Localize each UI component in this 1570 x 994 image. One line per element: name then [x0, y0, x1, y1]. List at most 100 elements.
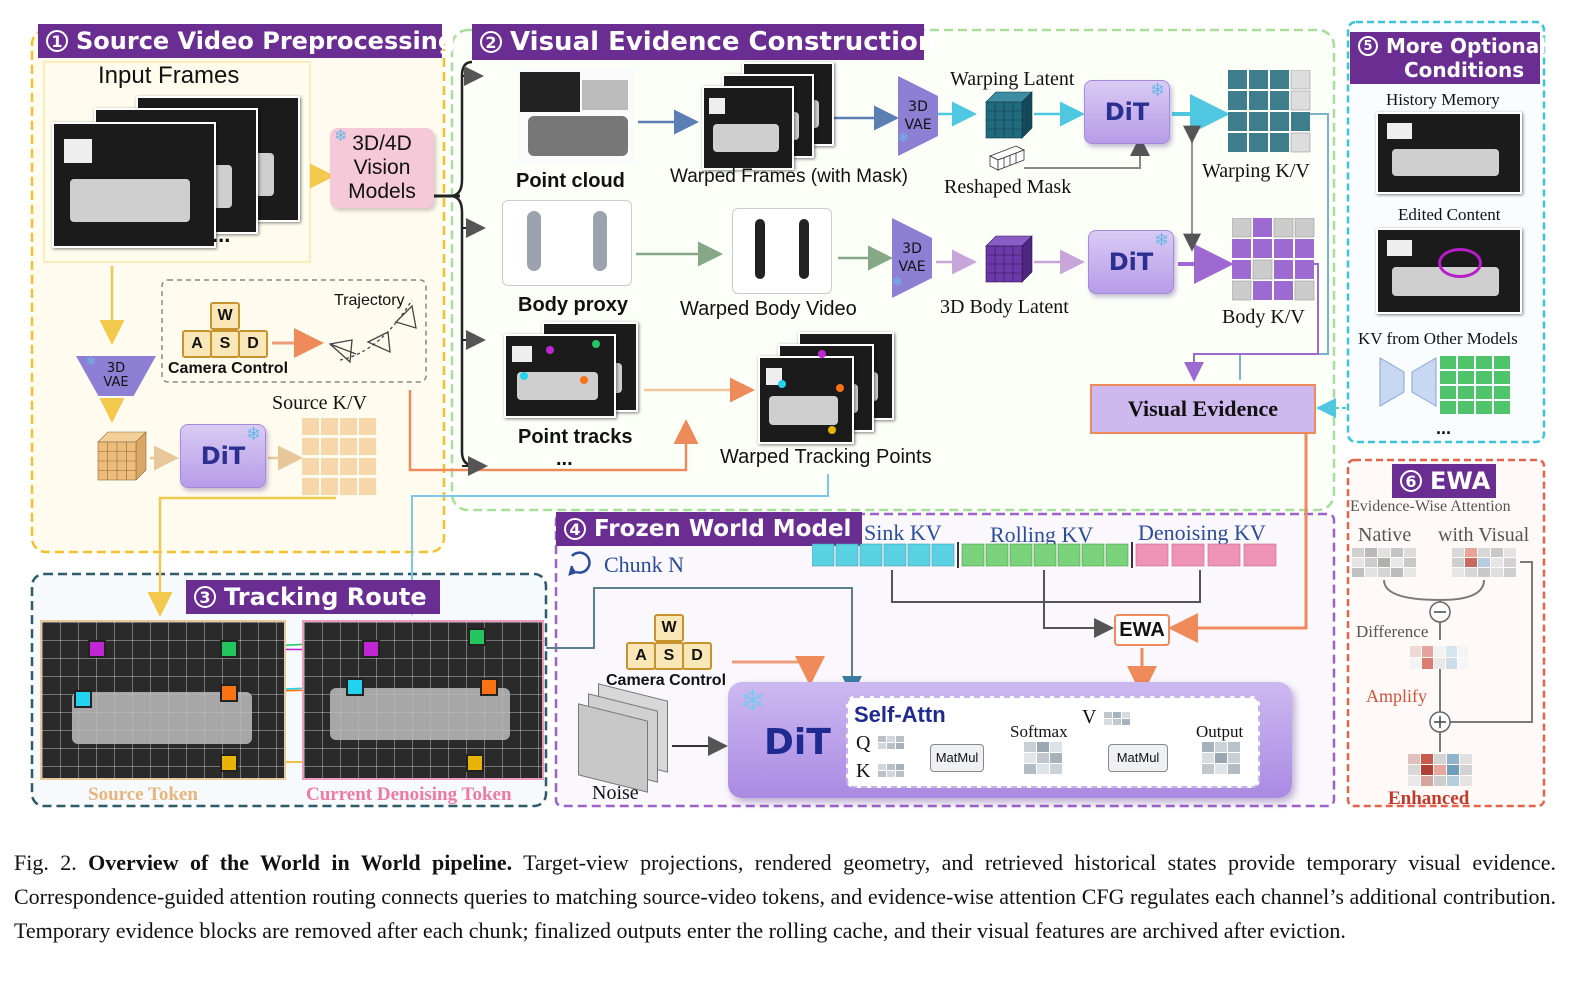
output-matrix	[1202, 742, 1240, 774]
q-matrix	[878, 736, 904, 749]
dit-warping-snowflake-icon: ❄	[1150, 80, 1166, 100]
panel4-number: 4	[564, 518, 586, 540]
dit-warping: DiT	[1084, 80, 1170, 144]
caption-title: Overview of the World in World pipeline.	[88, 850, 513, 875]
caption-body: Target-view projections, rendered geomet…	[14, 850, 1556, 943]
key-d: D	[238, 330, 268, 358]
warping-kv-label: Warping K/V	[1202, 160, 1310, 182]
self-attn-label: Self-Attn	[854, 702, 946, 727]
cycle-icon	[568, 551, 591, 576]
camera-control-label-2: Camera Control	[606, 672, 727, 689]
camera-control-box	[161, 279, 427, 383]
vision-models-line3: Models	[348, 180, 416, 203]
panel1-number: 1	[46, 30, 68, 52]
marker-cyan-src	[74, 690, 92, 708]
warped-body-image	[732, 208, 832, 294]
panel3-title: Tracking Route	[224, 583, 427, 611]
other-model-kv-grid	[1440, 356, 1510, 414]
arrow-camera-to-dit	[732, 656, 825, 686]
dit-body-snowflake-icon: ❄	[1154, 230, 1170, 250]
marker-orange-src	[220, 684, 238, 702]
warped-dot-magenta	[818, 350, 826, 358]
arrow-rolling-to-ewa	[1043, 570, 1114, 638]
key-d-2: D	[682, 642, 712, 670]
panel1-header: 1 Source Video Preprocessing	[38, 24, 455, 58]
body-latent-cube	[985, 235, 1033, 283]
arrow-sourcekv-to-route	[147, 496, 336, 617]
visual-attn-map	[1452, 548, 1516, 577]
warped-body-label: Warped Body Video	[680, 298, 857, 320]
native-attn-map	[1352, 548, 1416, 577]
marker-magenta-cur	[362, 640, 380, 658]
ewa-subtitle: Evidence-Wise Attention	[1350, 498, 1511, 515]
panel6-header: 6 EWA	[1392, 464, 1496, 498]
vae-warped-line2: VAE	[904, 117, 932, 133]
noise-label: Noise	[592, 782, 639, 804]
v-matrix	[1104, 712, 1130, 725]
main-dit-label: DiT	[764, 722, 831, 763]
track-dot-magenta	[546, 346, 554, 354]
panel5-number: 5	[1358, 36, 1378, 56]
other-model-icon	[1379, 357, 1437, 407]
enhanced-label: Enhanced	[1388, 788, 1470, 809]
kv-other-models-label: KV from Other Models	[1358, 329, 1518, 348]
panel4-title: Frozen World Model	[594, 516, 852, 542]
warping-kv-grid	[1228, 70, 1311, 153]
optional-ellipsis: ...	[1436, 418, 1452, 438]
vision-models-line2: Vision	[353, 156, 411, 179]
sink-kv-label: Sink KV	[864, 520, 942, 545]
denoising-kv-label: Denoising KV	[1138, 520, 1266, 545]
warped-frames-label: Warped Frames (with Mask)	[670, 166, 908, 187]
marker-green-src	[220, 640, 238, 658]
dit-source: DiT	[180, 424, 266, 488]
vae-warped-line1: 3D	[908, 99, 928, 115]
arrow-trajectory-to-tracking	[408, 390, 699, 472]
ewa-wires	[1383, 561, 1533, 752]
history-memory-label: History Memory	[1386, 90, 1500, 109]
reshaped-mask-icon	[989, 145, 1025, 171]
body-kv-label: Body K/V	[1222, 306, 1305, 328]
vision-models-box: 3D/4D Vision Models	[330, 128, 434, 208]
arrow-warpingkv-to-evidence	[1239, 113, 1329, 380]
key-s: S	[210, 330, 240, 358]
panel2-title: Visual Evidence Construction	[510, 27, 937, 57]
panel5-title-line2: Conditions	[1404, 58, 1525, 82]
marker-green-cur	[468, 628, 486, 646]
panel1-title: Source Video Preprocessing	[76, 27, 456, 55]
vision-models-line1: 3D/4D	[352, 132, 412, 155]
marker-yellow-src	[220, 754, 238, 772]
body-latent-label: 3D Body Latent	[940, 296, 1069, 318]
warping-latent-label: Warping Latent	[950, 68, 1075, 90]
track-dot-orange	[580, 376, 588, 384]
input-frame-1	[52, 122, 216, 248]
arrow-tracking-to-route	[402, 474, 829, 616]
arrow-evidence-to-ewa	[1168, 434, 1308, 643]
track-dot-cyan	[520, 372, 528, 380]
point-cloud-image	[518, 68, 634, 164]
matmul-1: MatMul	[930, 744, 984, 772]
trajectory-label: Trajectory	[334, 292, 405, 309]
key-a-2: A	[626, 642, 656, 670]
key-w: W	[210, 302, 240, 330]
marker-yellow-cur	[466, 754, 484, 772]
current-token-label: Current Denoising Token	[306, 784, 512, 805]
k-label: K	[856, 760, 871, 782]
v-label: V	[1082, 706, 1097, 728]
frames-ellipsis: ...	[212, 222, 231, 247]
panel3-header: 3 Tracking Route	[186, 580, 440, 614]
native-label: Native	[1358, 524, 1412, 546]
amplify-label: Amplify	[1366, 686, 1427, 706]
panel2-number: 2	[480, 31, 502, 53]
warped-track-frame-1	[758, 356, 854, 444]
trajectory-cameras	[328, 299, 417, 364]
matmul-2: MatMul	[1108, 744, 1168, 772]
key-w-2: W	[654, 614, 684, 642]
ewa-box: EWA	[1114, 614, 1170, 646]
marker-orange-cur	[480, 678, 498, 696]
body-proxy-image	[502, 200, 632, 286]
vae-snowflake-icon: ❄	[86, 354, 97, 368]
output-label: Output	[1196, 722, 1244, 741]
point-tracks-label: Point tracks	[518, 426, 633, 448]
vae-source-line1: 3D	[106, 361, 126, 376]
kv-bracket	[891, 570, 1201, 603]
